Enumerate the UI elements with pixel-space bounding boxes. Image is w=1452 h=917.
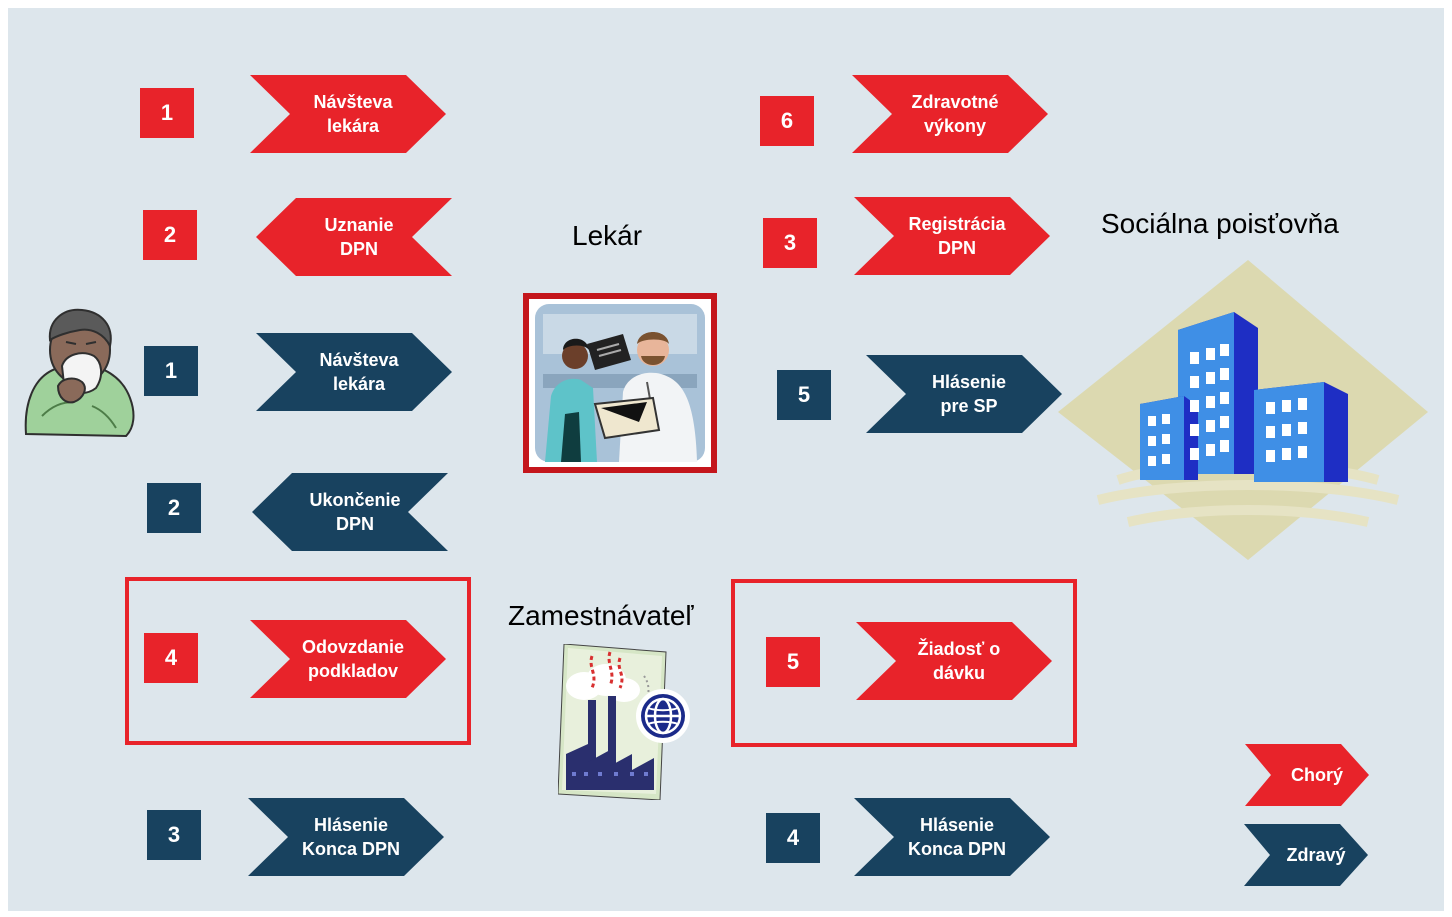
step-label: Žiadosť o dávku — [917, 639, 1001, 683]
step-arrow-odovzdanie-podkladov: Odovzdanie podkladov — [250, 620, 446, 698]
legend-label: Zdravý — [1286, 845, 1346, 865]
step-number-badge: 6 — [760, 96, 814, 146]
step-label: Zdravotné výkony — [911, 92, 999, 136]
step-arrow-navsteva-lekara-sick: Návšteva lekára — [250, 75, 446, 153]
step-number-badge: 4 — [144, 633, 198, 683]
legend-label: Chorý — [1290, 765, 1343, 785]
step-number-badge: 2 — [147, 483, 201, 533]
doctor-heading: Lekár — [572, 220, 643, 251]
step-label: Hlásenie Konca DPN — [907, 815, 1006, 859]
step-number-badge: 5 — [766, 637, 820, 687]
step-label: Registrácia DPN — [908, 214, 1006, 258]
step-number-badge: 2 — [143, 210, 197, 260]
step-number-badge: 1 — [144, 346, 198, 396]
step-label: Ukončenie DPN — [309, 490, 401, 534]
step-arrow-navsteva-lekara-healthy: Návšteva lekára — [256, 333, 452, 411]
sick-person-icon — [24, 308, 135, 438]
step-arrow-hlasenie-konca-dpn-right: Hlásenie Konca DPN — [854, 798, 1050, 876]
step-arrow-hlasenie-pre-sp: Hlásenie pre SP — [866, 355, 1062, 433]
step-arrow-registracia-dpn: Registrácia DPN — [854, 197, 1050, 275]
office-building-icon — [1058, 260, 1428, 560]
step-arrow-hlasenie-konca-dpn-left: Hlásenie Konca DPN — [248, 798, 444, 876]
doctors-icon — [523, 293, 717, 473]
legend-sick: Chorý — [1245, 744, 1369, 806]
step-label: Odovzdanie podkladov — [301, 637, 404, 681]
factory-icon — [558, 644, 667, 800]
step-number-badge: 3 — [147, 810, 201, 860]
highlight-frame-ziadost — [731, 579, 1077, 747]
step-number-badge: 4 — [766, 813, 820, 863]
step-number-badge: 1 — [140, 88, 194, 138]
insurance-heading: Sociálna poisťovňa — [1101, 208, 1339, 239]
step-arrow-ziadost-o-davku: Žiadosť o dávku — [856, 622, 1052, 700]
step-arrow-uznanie-dpn: Uznanie DPN — [256, 198, 452, 276]
step-label: Hlásenie Konca DPN — [301, 815, 400, 859]
step-arrow-ukoncenie-dpn: Ukončenie DPN — [252, 473, 448, 551]
step-label: Hlásenie pre SP — [931, 372, 1007, 416]
step-label: Návšteva lekára — [313, 92, 393, 136]
highlight-frame-odovzdanie — [125, 577, 471, 745]
employer-heading: Zamestnávateľ — [508, 600, 694, 631]
step-arrow-zdravotne-vykony: Zdravotné výkony — [852, 75, 1048, 153]
step-number-badge: 3 — [763, 218, 817, 268]
legend-healthy: Zdravý — [1244, 824, 1368, 886]
step-label: Návšteva lekára — [319, 350, 399, 394]
globe-icon — [636, 689, 690, 743]
step-number-badge: 5 — [777, 370, 831, 420]
diagram-canvas: 1 Návšteva lekára 2 Uznanie DPN 1 Návšte… — [8, 8, 1444, 911]
step-label: Uznanie DPN — [324, 215, 394, 259]
